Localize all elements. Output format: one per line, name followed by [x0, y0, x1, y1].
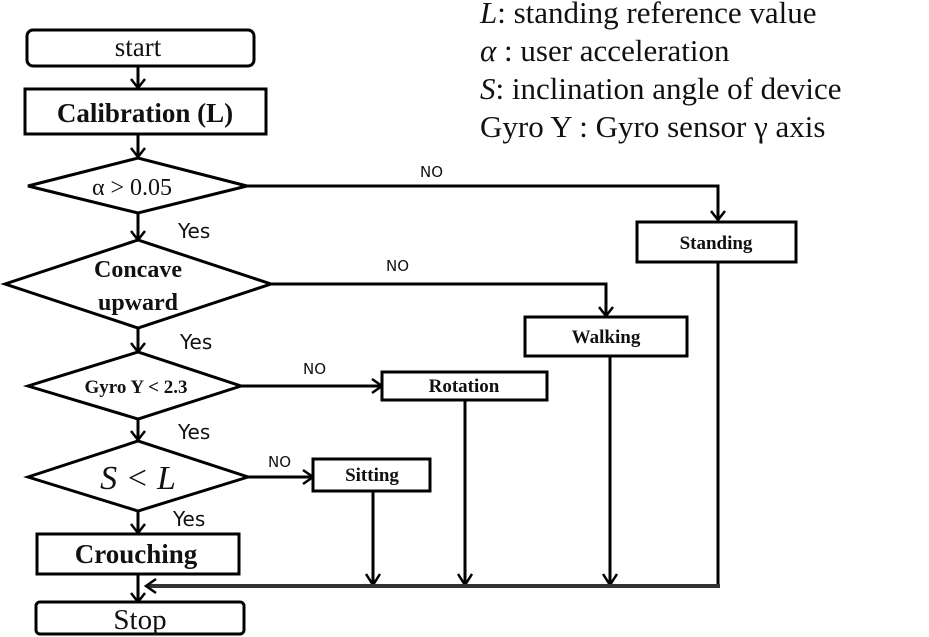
crouching-label: Crouching [75, 539, 198, 569]
no-label-accel: NO [420, 163, 443, 181]
edge-accel-standing [247, 184, 720, 220]
decision-accel [27, 156, 248, 215]
decision-concave-label-1: Concave [94, 257, 182, 283]
start-node [25, 28, 256, 68]
yes-label-gyro: Yes [177, 420, 210, 444]
connectors [130, 66, 726, 605]
no-label-concave: NO [386, 257, 409, 275]
yes-label-accel: Yes [177, 219, 210, 243]
stop-node [34, 600, 246, 636]
crouching-node [35, 532, 241, 576]
arrow-head [710, 210, 726, 223]
legend: L: standing reference value α : user acc… [480, 0, 842, 146]
calibration-label: Calibration (L) [57, 98, 233, 128]
legend-item-alpha: α : user acceleration [480, 33, 730, 68]
standing-label: Standing [680, 233, 753, 254]
start-label: start [115, 32, 162, 62]
no-label-incline: NO [268, 453, 291, 471]
decision-incline-label: S < L [100, 460, 176, 497]
yes-label-concave: Yes [179, 330, 212, 354]
rotation-label: Rotation [429, 376, 500, 397]
walking-node [523, 315, 689, 358]
decision-accel-label: α > 0.05 [92, 175, 172, 201]
decision-concave [0, 238, 276, 330]
stop-label: Stop [113, 604, 166, 636]
decision-gyro-label: Gyro Y < 2.3 [84, 377, 187, 398]
walking-label: Walking [572, 327, 641, 348]
legend-item-S: S: inclination angle of device [480, 71, 842, 106]
decision-concave-label-2: upward [98, 290, 179, 316]
calibration-node [23, 87, 268, 136]
arrow-head [143, 577, 157, 595]
legend-item-L: L: standing reference value [480, 0, 817, 30]
sitting-node [311, 457, 432, 493]
yes-label-incline: Yes [172, 507, 205, 531]
sitting-label: Sitting [345, 465, 399, 486]
no-label-gyro: NO [303, 360, 326, 378]
rotation-node [380, 370, 549, 402]
decision-incline [23, 439, 253, 513]
legend-item-gyro: Gyro Y : Gyro sensor γ axis [480, 109, 826, 144]
decision-gyro [22, 350, 246, 421]
edge-concave-walking [271, 282, 608, 316]
standing-node [635, 220, 798, 264]
